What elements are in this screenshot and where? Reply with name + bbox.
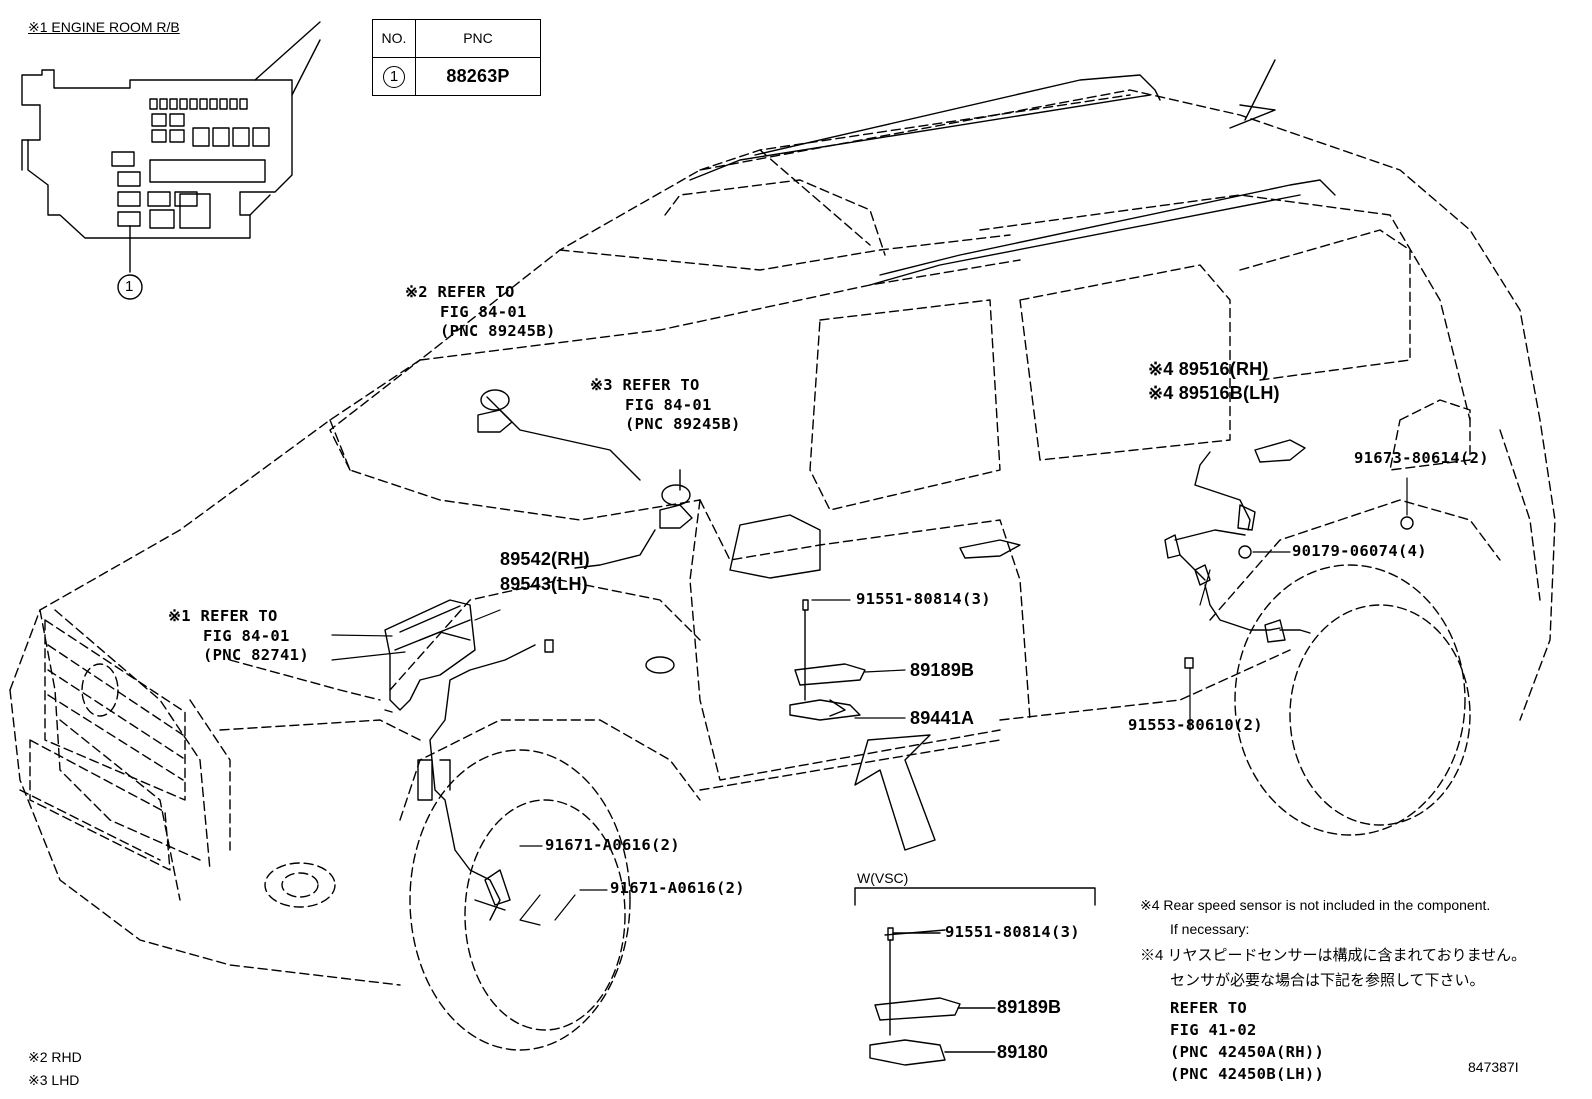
part-89543: 89543(LH)	[500, 574, 588, 594]
part-89542: 89542(RH)	[500, 549, 590, 569]
leader-lines	[331, 477, 1408, 926]
ref1-line2: FIG 84-01	[203, 626, 290, 645]
front-wheel	[399, 719, 701, 1051]
vsc-title: W(VSC)	[857, 870, 909, 886]
yaw-rate-sensor-main	[789, 599, 866, 721]
ref2-line3: (PNC 89245B)	[440, 322, 556, 340]
part-89441a: 89441A	[910, 708, 975, 728]
pnc-table-row-no: 1	[372, 57, 416, 96]
rear-speed-sensor-harness	[1164, 451, 1414, 669]
pnc-table: NO. PNC 1 88263P	[372, 19, 541, 96]
part-89189b-vsc: 89189B	[997, 997, 1062, 1017]
note-jp-line1: ※4 リヤスピードセンサーは構成に含まれておりません。	[1140, 947, 1527, 964]
pnc-table-row-pnc: 88263P	[415, 57, 541, 96]
airbag-sensor-lhd	[659, 469, 693, 529]
engine-room-title: ※1 ENGINE ROOM R/B	[28, 19, 180, 35]
note-refer-line3: (PNC 42450A(RH))	[1170, 1043, 1325, 1061]
part-89516: ※4 89516(RH)	[1148, 359, 1269, 379]
part-89180: 89180	[997, 1042, 1049, 1062]
part-91551-vsc: 91551-80814(3)	[945, 923, 1080, 941]
note-refer-line2: FIG 41-02	[1170, 1021, 1257, 1039]
callout-circle	[117, 274, 143, 300]
part-90179: 90179-06074(4)	[1292, 542, 1427, 560]
drawing-number: 847387I	[1468, 1059, 1519, 1075]
note-refer-line4: (PNC 42450B(LH))	[1170, 1065, 1325, 1083]
legend-lhd: ※3 LHD	[28, 1072, 80, 1088]
vehicle-body-outline	[9, 89, 1556, 986]
airbag-sensor-rhd	[477, 389, 641, 481]
rear-wheel	[1209, 499, 1501, 836]
pnc-table-header-pnc: PNC	[415, 19, 541, 58]
ref1-line3: (PNC 82741)	[203, 646, 309, 664]
part-91673: 91673-80614(2)	[1354, 449, 1489, 467]
ref3-line2: FIG 84-01	[625, 395, 712, 414]
note-en-line1: ※4 Rear speed sensor is not included in …	[1140, 897, 1491, 913]
pnc-table-header-no: NO.	[372, 19, 416, 58]
ref3-line1: ※3 REFER TO	[590, 376, 700, 394]
part-91671-lower: 91671-A0616(2)	[610, 879, 745, 897]
front-speed-sensor-harness	[417, 529, 656, 921]
mirror-and-handles	[645, 439, 1306, 674]
vsc-inset	[854, 887, 1096, 1066]
ref2-block: ※2 REFER TO FIG 84-01 (PNC 89245B)	[405, 283, 556, 340]
note-refer-line1: REFER TO	[1170, 999, 1248, 1017]
ecu-bracket	[384, 599, 476, 713]
roof-rails	[689, 59, 1336, 286]
note-en-line2: If necessary:	[1170, 921, 1250, 937]
part-89516b: ※4 89516B(LH)	[1148, 383, 1280, 403]
legend-rhd: ※2 RHD	[28, 1049, 82, 1065]
part-91551-main: 91551-80814(3)	[856, 590, 991, 608]
location-arrow	[854, 734, 936, 851]
ref3-line3: (PNC 89245B)	[625, 415, 741, 433]
ref2-line2: FIG 84-01	[440, 302, 527, 321]
note-jp-line2: センサが必要な場合は下記を参照して下さい。	[1170, 972, 1485, 989]
ref2-line1: ※2 REFER TO	[405, 283, 515, 301]
ref1-line1: ※1 REFER TO	[168, 607, 278, 625]
ref3-block: ※3 REFER TO FIG 84-01 (PNC 89245B)	[590, 376, 741, 433]
ref1-block: ※1 REFER TO FIG 84-01 (PNC 82741)	[168, 607, 309, 664]
part-89189b-main: 89189B	[910, 660, 975, 680]
note-refer-block: REFER TO FIG 41-02 (PNC 42450A(RH)) (PNC…	[1170, 997, 1324, 1085]
front-grille	[29, 619, 336, 908]
part-91553: 91553-80610(2)	[1128, 716, 1263, 734]
part-91671-upper: 91671-A0616(2)	[545, 836, 680, 854]
engine-room-relay-block	[21, 21, 321, 273]
callout-number: 1	[125, 278, 134, 295]
